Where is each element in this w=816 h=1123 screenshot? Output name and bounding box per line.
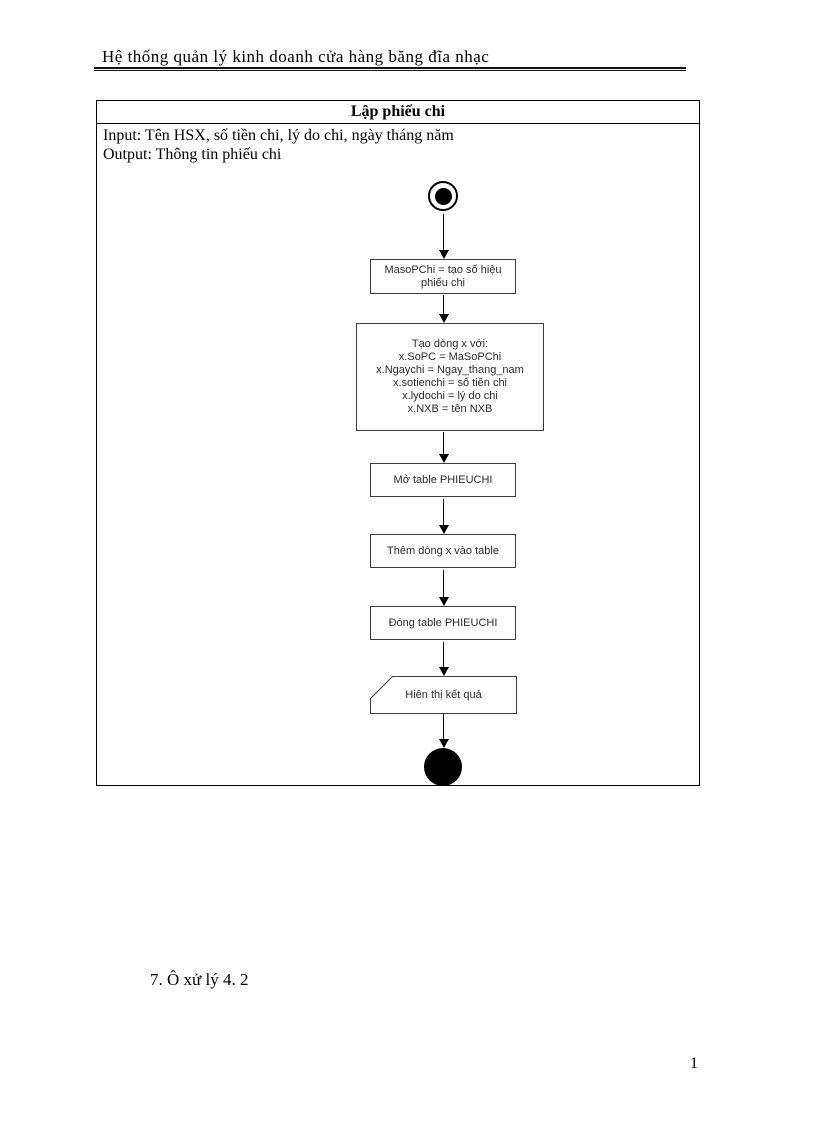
process-box-line: x.lydochi = lý do chi bbox=[402, 390, 498, 402]
process-box-label: Thêm dòng x vào table bbox=[387, 544, 499, 557]
diagram-frame: Lập phiếu chi Input: Tên HSX, số tiền ch… bbox=[96, 100, 700, 786]
diagram-io-block: Input: Tên HSX, số tiền chi, lý do chi, … bbox=[97, 124, 699, 164]
diagram-output-line: Output: Thông tin phiếu chi bbox=[103, 146, 282, 163]
process-box-close-table: Đóng table PHIEUCHI bbox=[370, 606, 516, 640]
flow-arrow bbox=[438, 295, 449, 323]
flow-arrow bbox=[438, 499, 449, 534]
process-box-open-table: Mở table PHIEUCHI bbox=[370, 463, 516, 497]
flow-arrow bbox=[438, 432, 449, 463]
page-header-title: Hệ thống quản lý kinh doanh cửa hàng băn… bbox=[102, 47, 490, 66]
flow-arrow bbox=[438, 714, 449, 748]
process-box-create-row: Tạo dòng x với: x.SoPC = MaSoPChi x.Ngay… bbox=[356, 323, 544, 431]
flow-arrow bbox=[438, 570, 449, 606]
process-box-label: Mở table PHIEUCHI bbox=[393, 473, 493, 486]
process-box-label: MasoPChi = tạo số hiệu phiếu chi bbox=[384, 263, 502, 289]
process-box-add-row: Thêm dòng x vào table bbox=[370, 534, 516, 568]
process-box-label: Đóng table PHIEUCHI bbox=[388, 616, 498, 629]
diagram-input-line: Input: Tên HSX, số tiền chi, lý do chi, … bbox=[103, 127, 454, 144]
process-box-create-id: MasoPChi = tạo số hiệu phiếu chi bbox=[370, 259, 516, 294]
flow-arrow bbox=[438, 642, 449, 676]
header-divider bbox=[94, 67, 686, 71]
process-box-line: x.SoPC = MaSoPChi bbox=[398, 351, 502, 363]
initial-node-icon bbox=[428, 181, 458, 211]
flow-arrow bbox=[438, 214, 449, 259]
footer-section-label: 7. Ô xử lý 4. 2 bbox=[150, 970, 249, 989]
page-number: 1 bbox=[690, 1055, 698, 1072]
display-shape-label: Hiên thị kết quả bbox=[405, 689, 482, 701]
display-shape-outline bbox=[370, 676, 517, 714]
process-box-line: x.sotienchi = số tiền chi bbox=[392, 377, 508, 389]
diagram-title: Lập phiếu chi bbox=[97, 101, 699, 124]
process-box-line: x.NXB = tên NXB bbox=[407, 403, 493, 415]
process-box-line: x.Ngaychi = Ngay_thang_nam bbox=[376, 364, 524, 376]
process-box-line: Tạo dòng x với: bbox=[411, 338, 489, 350]
display-shape-show-result: Hiên thị kết quả bbox=[370, 676, 517, 714]
final-node-icon bbox=[424, 748, 462, 786]
